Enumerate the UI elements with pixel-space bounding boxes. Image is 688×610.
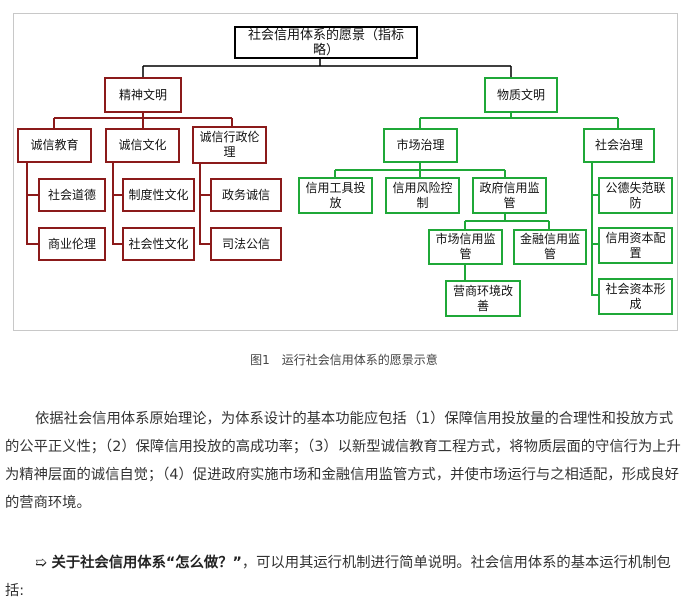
connector-lines: [26, 57, 619, 296]
spiritual-civilization-node: 精神文明: [104, 77, 182, 113]
body-paragraph-2: ➯ 关于社会信用体系“怎么做？”，可以用其运行机制进行简单说明。社会信用体系的基…: [5, 549, 683, 605]
business-ethics-node: 商业伦理: [38, 227, 106, 261]
social-capital-formation-node: 社会资本形成: [598, 278, 673, 315]
paragraph2-rest-text: ，可以用其运行机制进行简单说明。社会信用体系的基本运行机制包括:: [5, 555, 671, 599]
credit-risk-control-node: 信用风险控制: [385, 177, 460, 214]
integrity-admin-ethics-node: 诚信行政伦理: [192, 126, 267, 164]
public-morality-prevention-node: 公德失范联防: [598, 177, 673, 214]
market-credit-regulation-node: 市场信用监管: [428, 229, 503, 265]
social-morality-node: 社会道德: [38, 178, 106, 212]
arrow-icon: ➯: [35, 555, 47, 571]
integrity-education-node: 诚信教育: [17, 128, 92, 163]
government-integrity-node: 政务诚信: [210, 178, 282, 212]
figure-caption: 图1 运行社会信用体系的愿景示意: [250, 353, 438, 367]
credit-capital-allocation-node: 信用资本配置: [598, 227, 673, 264]
body-paragraph-1: 依据社会信用体系原始理论，为体系设计的基本功能应包括（1）保障信用投放量的合理性…: [5, 411, 681, 511]
root-node: 社会信用体系的愿景（指标略）: [234, 26, 418, 59]
business-environment-node: 营商环境改善: [445, 280, 521, 317]
financial-credit-regulation-node: 金融信用监管: [513, 229, 587, 265]
market-governance-node: 市场治理: [383, 128, 458, 163]
integrity-culture-node: 诚信文化: [105, 128, 180, 163]
credit-tool-issuance-node: 信用工具投放: [298, 177, 373, 214]
institutional-culture-node: 制度性文化: [122, 178, 195, 212]
government-credit-regulation-node: 政府信用监管: [472, 177, 547, 214]
paragraph2-bold-text: 关于社会信用体系“怎么做？”: [51, 555, 242, 571]
judicial-credibility-node: 司法公信: [210, 227, 282, 261]
material-civilization-node: 物质文明: [484, 77, 558, 113]
social-culture-node: 社会性文化: [122, 227, 195, 261]
social-governance-node: 社会治理: [583, 128, 655, 163]
